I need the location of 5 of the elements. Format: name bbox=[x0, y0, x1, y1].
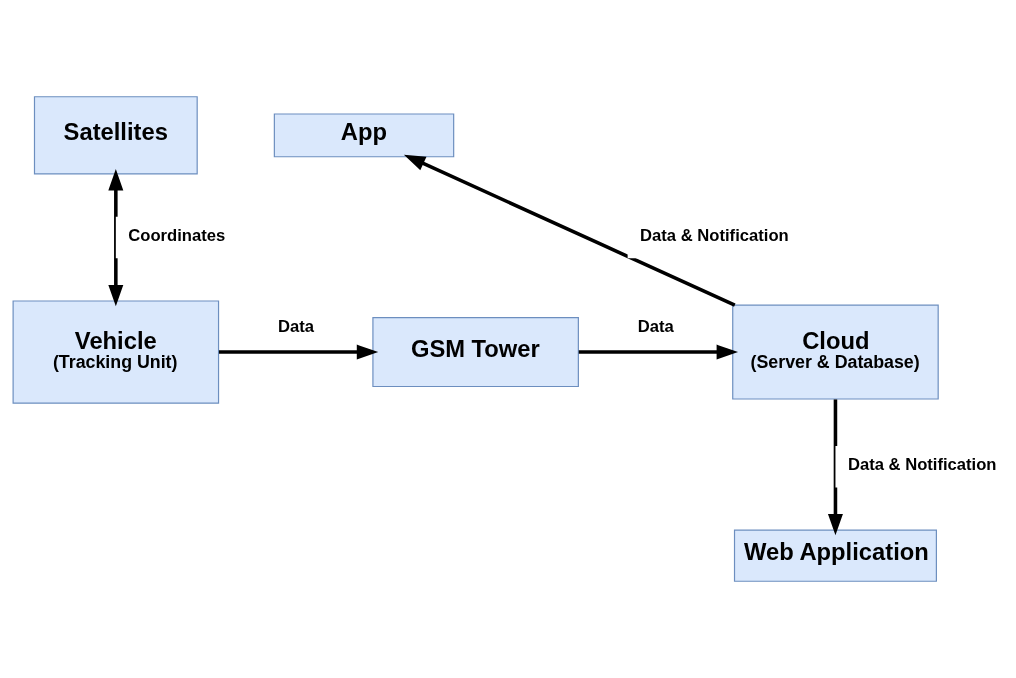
edge-label: Data bbox=[637, 316, 674, 336]
edge-label: Data & Notification bbox=[847, 455, 997, 475]
edge-label: Data & Notification bbox=[640, 226, 789, 246]
edge-label: Coordinates bbox=[128, 226, 226, 246]
edge-label: Data bbox=[277, 316, 314, 336]
